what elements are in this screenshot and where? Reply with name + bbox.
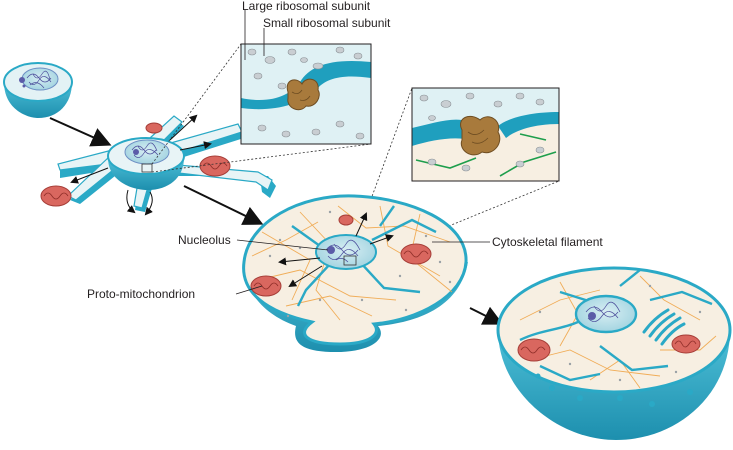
cell-stage-1 — [3, 62, 73, 118]
cell4-mitochondrion — [517, 338, 551, 362]
label-large-ribosomal-subunit: Large ribosomal subunit — [242, 0, 371, 13]
cell3-zoom-marker — [343, 255, 357, 266]
golgi-apparatus — [642, 308, 686, 346]
cell3-top — [242, 194, 468, 346]
label-small-ribosomal-subunit: Small ribosomal subunit — [263, 16, 391, 30]
cell-stage-2 — [40, 114, 276, 216]
cell4-nucleus — [574, 294, 638, 334]
cell2-zoom-marker — [141, 163, 153, 173]
cell3-mitochondrion — [400, 243, 432, 265]
cell-stage-4 — [496, 266, 732, 440]
zoom-inset-2 — [411, 87, 560, 182]
cell2-mitochondrion — [40, 185, 72, 207]
label-proto-mitochondrion: Proto-mitochondrion — [87, 287, 196, 301]
cell3-mitochondrion — [250, 275, 282, 297]
cell2-mitochondrion — [145, 122, 163, 134]
label-nucleolus: Nucleolus — [178, 233, 231, 247]
label-cytoskeletal-filament: Cytoskeletal filament — [492, 235, 603, 249]
leader-nucleolus — [236, 239, 329, 251]
cell3-mitochondrion — [338, 214, 354, 226]
nucleolus — [327, 246, 335, 254]
zoom-inset-1 — [240, 43, 372, 145]
cell2-nucleus — [124, 139, 170, 165]
cell2-mitochondrion — [199, 155, 231, 177]
arrow-stage1-to-2 — [49, 117, 112, 147]
ribosome-icon — [286, 78, 320, 111]
arrow-stage3-to-4 — [469, 306, 504, 325]
ribosome-icon — [460, 115, 501, 156]
cell3-nucleus — [315, 234, 377, 270]
cell4-mitochondrion — [671, 334, 701, 354]
arrow-stage2-to-3 — [183, 185, 264, 225]
leader-proto-mitochondrion — [235, 285, 263, 295]
cell-stage-3 — [242, 194, 468, 352]
